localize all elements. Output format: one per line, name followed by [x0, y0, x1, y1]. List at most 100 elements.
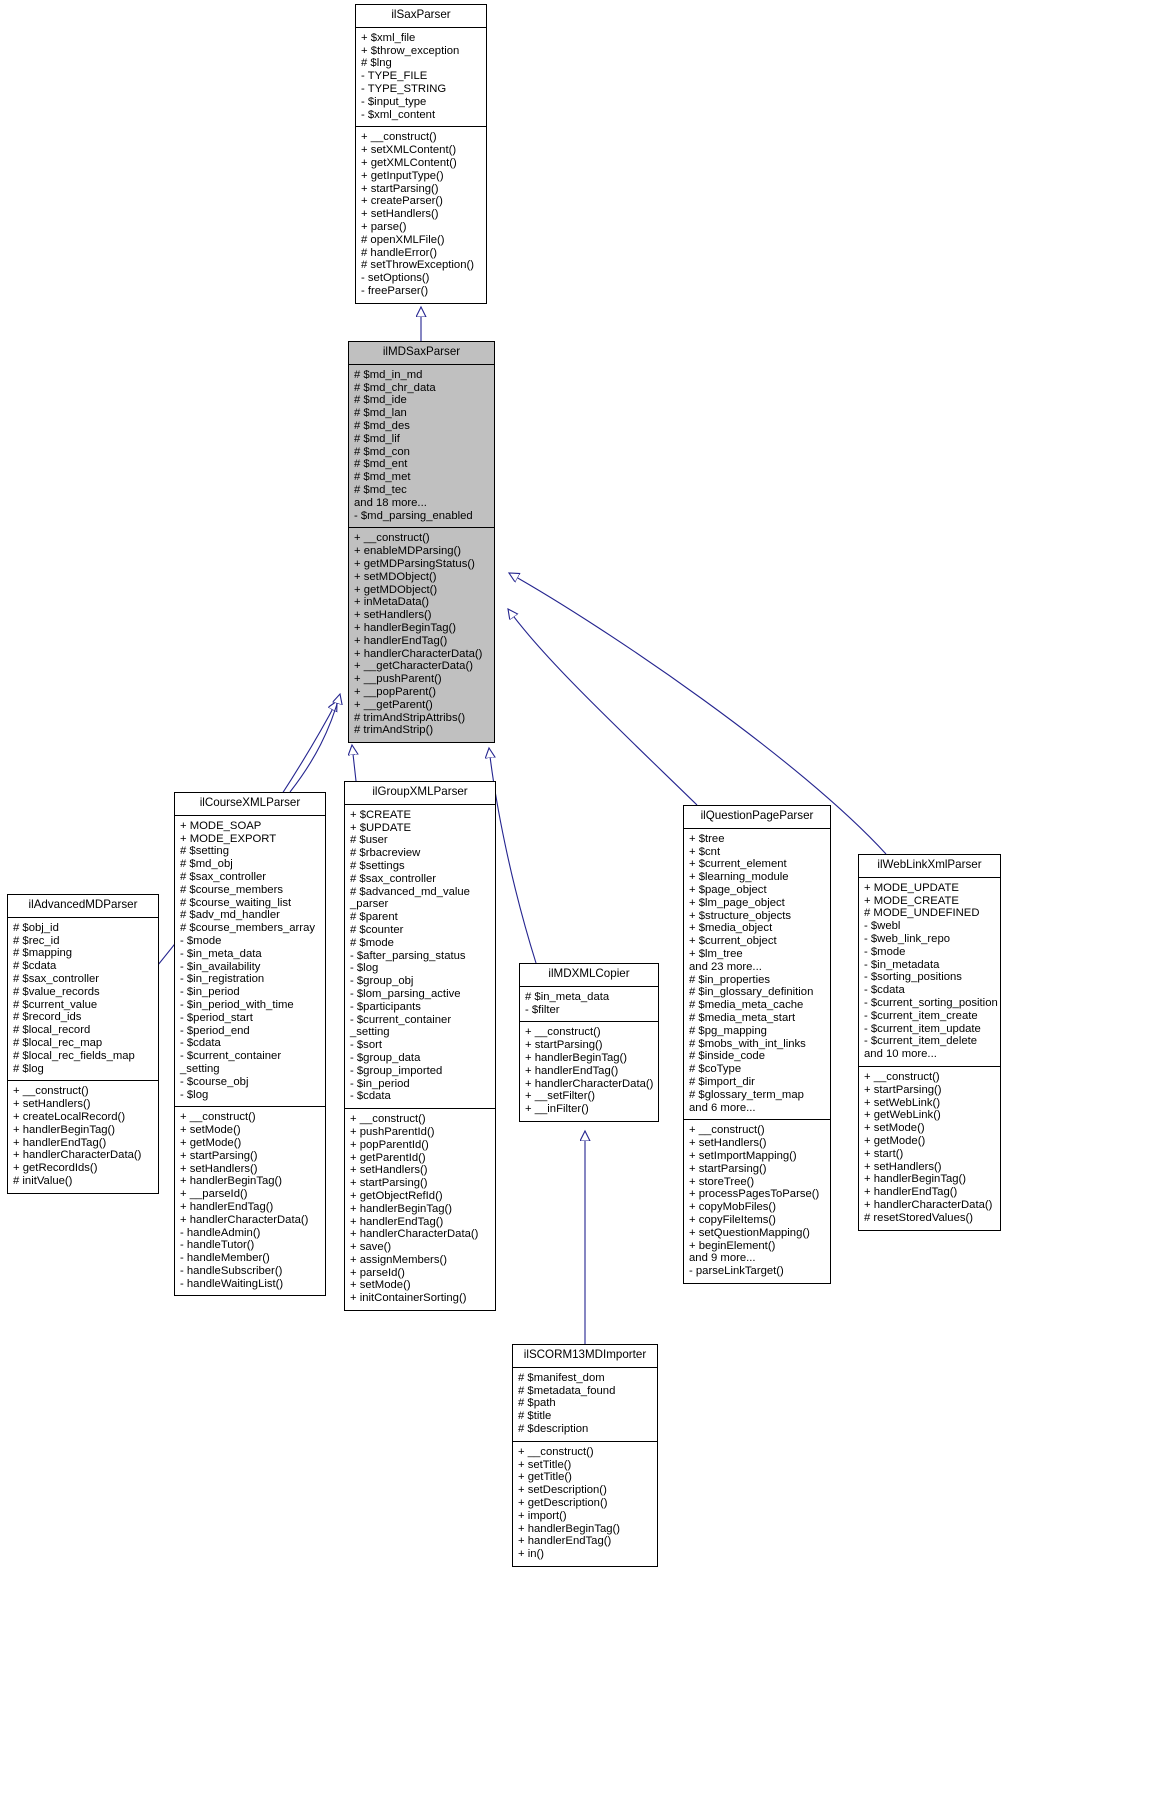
attribute-row: - $current_container [180, 1050, 282, 1063]
method-row: + __pushParent() [354, 673, 442, 686]
method-row: - parseLinkTarget() [689, 1265, 784, 1278]
method-row: - handleTutor() [180, 1239, 255, 1252]
attribute-row: # $value_records [13, 985, 100, 998]
method-row: + copyMobFiles() [689, 1201, 776, 1214]
attribute-row: # $md_con [354, 445, 410, 458]
attribute-row: # $lng [361, 57, 392, 70]
method-row: + createLocalRecord() [13, 1110, 126, 1123]
method-row: + handlerEndTag() [525, 1064, 619, 1077]
method-row: + popParentId() [350, 1138, 429, 1151]
attributes-section-ilGroupXMLParser: + $CREATE+ $UPDATE# $user# $rbacreview# … [345, 805, 495, 1110]
method-row: # initValue() [13, 1174, 73, 1187]
attribute-row: # $settings [350, 859, 405, 872]
attribute-row: + $cnt [689, 845, 721, 858]
attribute-row: - $participants [350, 1000, 421, 1013]
attribute-row: _setting [350, 1026, 390, 1039]
class-box-ilSaxParser[interactable]: ilSaxParser+ $xml_file+ $throw_exception… [355, 4, 487, 304]
attribute-row: - $group_imported [350, 1064, 443, 1077]
attribute-row: + $lm_page_object [689, 896, 785, 909]
class-box-ilMDSaxParser[interactable]: ilMDSaxParser# $md_in_md# $md_chr_data# … [348, 341, 495, 744]
attribute-row: # $mode [350, 936, 394, 949]
method-row: + setHandlers() [689, 1137, 767, 1150]
attribute-row: + $media_object [689, 922, 773, 935]
attribute-row: - $period_start [180, 1011, 253, 1024]
method-row: + getObjectRefId() [350, 1189, 443, 1202]
attribute-row: # $manifest_dom [518, 1371, 605, 1384]
attribute-row: - $xml_content [361, 108, 436, 121]
methods-section-ilMDSaxParser: + __construct()+ enableMDParsing()+ getM… [349, 528, 494, 742]
attribute-row: # $parent [350, 911, 398, 924]
attribute-row: # $glossary_term_map [689, 1088, 804, 1101]
attribute-row: # $advanced_md_value [350, 885, 470, 898]
attribute-row: # $rbacreview [350, 847, 421, 860]
attribute-row: # $cdata [13, 960, 57, 973]
attribute-row: - $current_item_update [864, 1022, 981, 1035]
methods-section-ilSaxParser: + __construct()+ setXMLContent()+ getXML… [356, 127, 486, 302]
attribute-row: - $in_period [350, 1077, 410, 1090]
attribute-row: # $description [518, 1422, 589, 1435]
attribute-row: - $group_obj [350, 975, 414, 988]
class-box-ilAdvancedMDParser[interactable]: ilAdvancedMDParser# $obj_id# $rec_id# $m… [7, 894, 159, 1194]
method-row: + setHandlers() [354, 609, 432, 622]
attribute-row: - $current_item_create [864, 1009, 978, 1022]
edge-ilGroupXMLParser-to-ilMDSaxParser [352, 745, 356, 782]
method-row: + setHandlers() [180, 1162, 258, 1175]
attribute-row: - TYPE_STRING [361, 82, 447, 95]
attribute-row: # $in_meta_data [525, 990, 610, 1003]
method-row: + start() [864, 1147, 904, 1160]
method-row: # openXMLFile() [361, 233, 445, 246]
method-row: + handlerBeginTag() [518, 1522, 621, 1535]
method-row: + __construct() [180, 1111, 256, 1124]
method-row: + handlerBeginTag() [525, 1051, 628, 1064]
method-row: + handlerBeginTag() [354, 621, 457, 634]
class-box-ilMDXMLCopier[interactable]: ilMDXMLCopier# $in_meta_data- $filter+ _… [519, 963, 659, 1122]
attributes-section-ilAdvancedMDParser: # $obj_id# $rec_id# $mapping# $cdata# $s… [8, 918, 158, 1082]
attribute-row: + $current_element [689, 858, 787, 871]
attribute-row: # $record_ids [13, 1011, 82, 1024]
method-row: + __getParent() [354, 698, 433, 711]
method-row: + handlerBeginTag() [864, 1173, 967, 1186]
class-box-ilWebLinkXmlParser[interactable]: ilWebLinkXmlParser+ MODE_UPDATE+ MODE_CR… [858, 854, 1001, 1231]
method-row: + handlerCharacterData() [525, 1077, 654, 1090]
attribute-row: - $mode [864, 945, 906, 958]
attribute-row: # $user [350, 834, 388, 847]
attribute-row: # $course_waiting_list [180, 896, 292, 909]
attribute-row: # MODE_UNDEFINED [864, 907, 980, 920]
attribute-row: # $local_rec_map [13, 1036, 103, 1049]
method-row: + __getCharacterData() [354, 660, 473, 673]
methods-section-ilWebLinkXmlParser: + __construct()+ startParsing()+ setWebL… [859, 1067, 1000, 1230]
attribute-row: + $xml_file [361, 31, 416, 44]
method-row: + copyFileItems() [689, 1213, 776, 1226]
attribute-row: # $mapping [13, 947, 73, 960]
method-row: - handleSubscriber() [180, 1264, 283, 1277]
method-row: + pushParentId() [350, 1125, 435, 1138]
attribute-row: + $current_object [689, 935, 777, 948]
class-box-ilGroupXMLParser[interactable]: ilGroupXMLParser+ $CREATE+ $UPDATE# $use… [344, 781, 496, 1312]
method-row: + handlerEndTag() [350, 1215, 444, 1228]
attribute-row: + MODE_CREATE [864, 894, 959, 907]
method-row: + import() [518, 1509, 567, 1522]
attribute-row: # $md_tec [354, 483, 407, 496]
class-box-ilQuestionPageParser[interactable]: ilQuestionPageParser+ $tree+ $cnt+ $curr… [683, 805, 831, 1284]
method-row: - setOptions() [361, 272, 430, 285]
method-row: + handlerCharacterData() [354, 647, 483, 660]
class-box-ilCourseXMLParser[interactable]: ilCourseXMLParser+ MODE_SOAP+ MODE_EXPOR… [174, 792, 326, 1297]
attribute-row: and 18 more... [354, 496, 427, 509]
attribute-row: - $filter [525, 1003, 560, 1016]
method-row: + setWebLink() [864, 1096, 941, 1109]
method-row: + handlerEndTag() [864, 1186, 958, 1199]
method-row: + setMode() [180, 1124, 241, 1137]
methods-section-ilCourseXMLParser: + __construct()+ setMode()+ getMode()+ s… [175, 1107, 325, 1295]
method-row: + handlerEndTag() [354, 634, 448, 647]
method-row: # resetStoredValues() [864, 1211, 974, 1224]
attribute-row: # $in_properties [689, 973, 771, 986]
method-row: + parseId() [350, 1266, 405, 1279]
attribute-row: - $current_sorting_position [864, 996, 998, 1009]
attribute-row: # $md_lif [354, 432, 400, 445]
attribute-row: # $adv_md_handler [180, 909, 280, 922]
method-row: - handleMember() [180, 1252, 270, 1265]
class-box-ilSCORM13MDImporter[interactable]: ilSCORM13MDImporter# $manifest_dom# $met… [512, 1344, 658, 1567]
attribute-row: - $in_metadata [864, 958, 940, 971]
method-row: + parse() [361, 220, 407, 233]
attribute-row: - TYPE_FILE [361, 70, 428, 83]
